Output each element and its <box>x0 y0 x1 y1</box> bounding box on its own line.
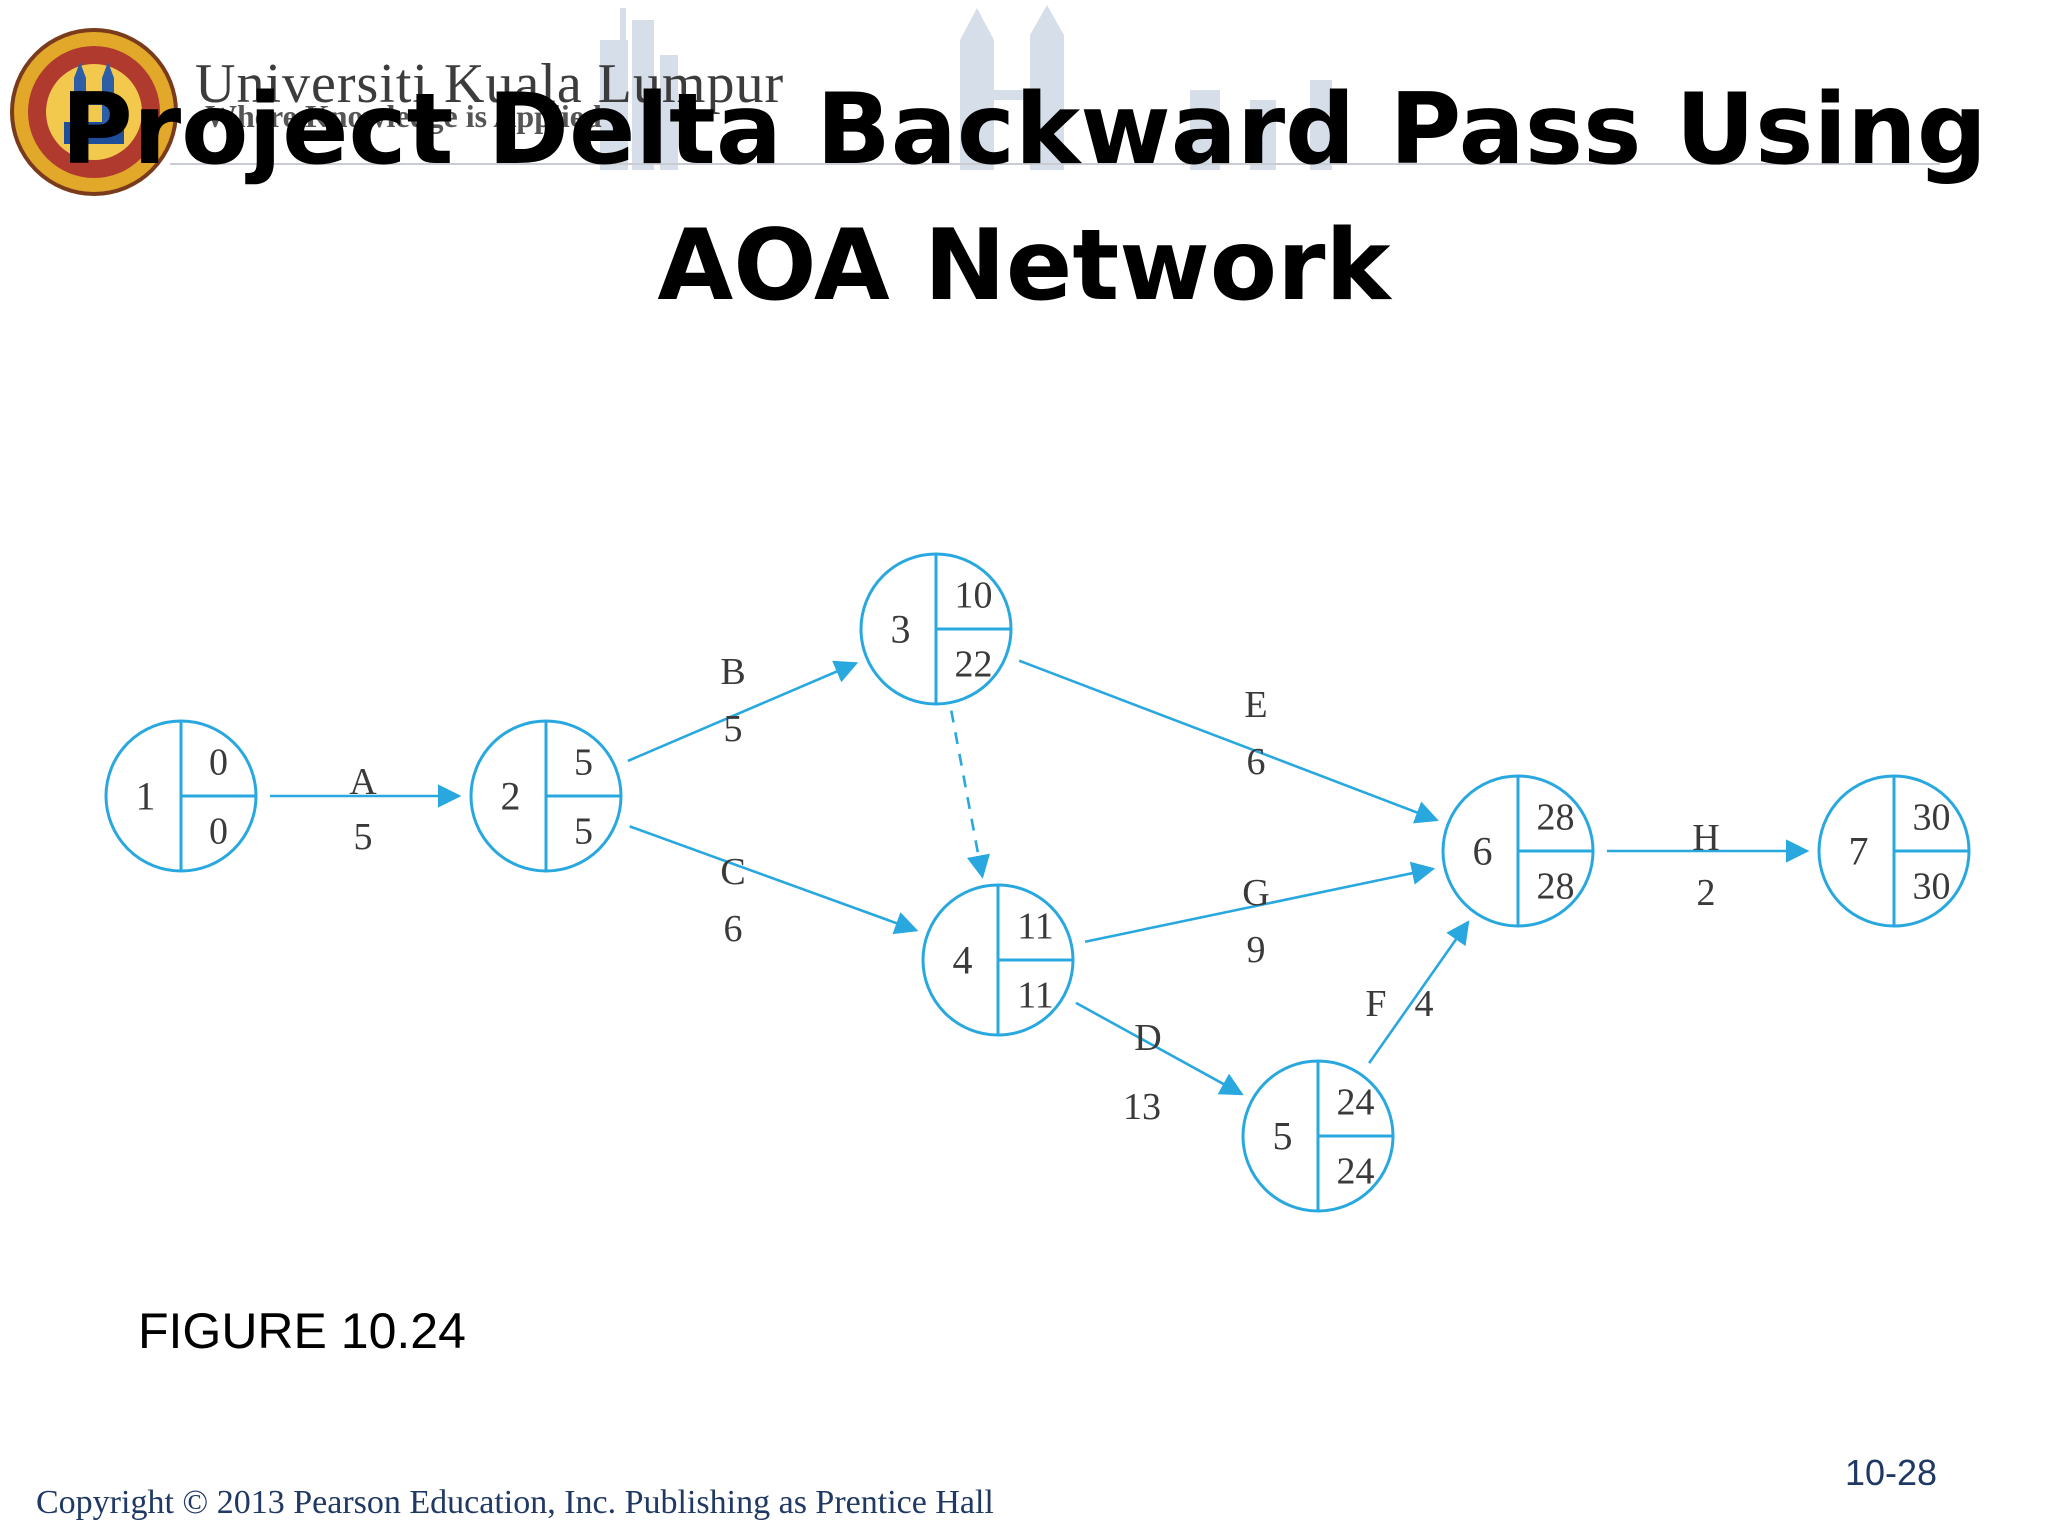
activity-duration-g: 9 <box>1247 929 1266 971</box>
event-node-latest-time: 5 <box>574 811 593 853</box>
activity-duration-a: 5 <box>354 816 373 858</box>
activity-label-f: F <box>1365 983 1386 1025</box>
activity-arrow-d <box>1075 1001 1244 1096</box>
event-node-earliest-time: 28 <box>1537 797 1575 839</box>
event-node-earliest-time: 10 <box>955 575 993 617</box>
university-logo <box>10 28 178 196</box>
university-tagline: Where Knowledge is Applied <box>205 98 602 134</box>
event-node-latest-time: 30 <box>1913 866 1951 908</box>
slide-title-line-2: AOA Network <box>657 209 1391 323</box>
activity-label-e: E <box>1244 684 1267 726</box>
event-node-2: 2 5 5 <box>469 719 623 873</box>
event-node-7: 7 30 30 <box>1817 774 1971 928</box>
dummy-activity-arrow <box>950 710 990 879</box>
event-node-earliest-time: 11 <box>1017 906 1054 948</box>
event-node-latest-time: 11 <box>1017 975 1054 1017</box>
skyline-watermark <box>600 5 1332 170</box>
university-name: Universiti Kuala Lumpur <box>195 53 785 115</box>
event-node-3: 3 10 22 <box>859 552 1013 706</box>
activity-label-c: C <box>720 851 745 893</box>
activity-label-a: A <box>349 761 377 803</box>
page-number: 10-28 <box>1845 1452 1938 1493</box>
event-node-latest-time: 0 <box>209 811 228 853</box>
slide-title-line-1: Project Delta Backward Pass Using <box>61 73 1987 187</box>
activity-label-b: B <box>720 651 745 693</box>
event-node-1: 1 0 0 <box>104 719 258 873</box>
event-node-earliest-time: 24 <box>1337 1082 1375 1124</box>
event-node-number: 6 <box>1473 829 1493 874</box>
activity-duration-d: 13 <box>1123 1086 1161 1128</box>
activity-arrow-g <box>1084 861 1436 944</box>
event-node-number: 5 <box>1273 1114 1293 1159</box>
event-node-earliest-time: 30 <box>1913 797 1951 839</box>
event-node-latest-time: 22 <box>955 644 993 686</box>
activity-arrow-e <box>1018 659 1439 824</box>
activity-duration-f: 4 <box>1415 983 1434 1025</box>
activity-arrow-f <box>1368 920 1470 1064</box>
event-node-earliest-time: 0 <box>209 742 228 784</box>
event-node-number: 1 <box>136 774 156 819</box>
event-node-number: 7 <box>1849 829 1869 874</box>
activity-label-h: H <box>1692 817 1719 859</box>
activity-label-g: G <box>1242 872 1269 914</box>
event-node-earliest-time: 5 <box>574 742 593 784</box>
activity-arrow-c <box>629 825 919 935</box>
event-node-latest-time: 28 <box>1537 866 1575 908</box>
event-node-5: 5 24 24 <box>1241 1059 1395 1213</box>
event-node-number: 3 <box>891 607 911 652</box>
event-node-number: 4 <box>953 938 973 983</box>
activity-duration-c: 6 <box>724 908 743 950</box>
activity-duration-e: 6 <box>1247 741 1266 783</box>
activity-duration-b: 5 <box>724 708 743 750</box>
event-node-6: 6 28 28 <box>1441 774 1595 928</box>
event-node-latest-time: 24 <box>1337 1151 1375 1193</box>
activity-arrow-b <box>627 660 859 763</box>
copyright-notice: Copyright © 2013 Pearson Education, Inc.… <box>36 1484 994 1521</box>
slide-title: Project Delta Backward Pass Using AOA Ne… <box>0 62 2048 334</box>
event-node-4: 4 11 11 <box>921 883 1075 1037</box>
figure-label: FIGURE 10.24 <box>138 1303 466 1359</box>
event-node-number: 2 <box>501 774 521 819</box>
activity-label-d: D <box>1134 1017 1161 1059</box>
activity-duration-h: 2 <box>1697 872 1716 914</box>
header-divider <box>170 163 1940 165</box>
